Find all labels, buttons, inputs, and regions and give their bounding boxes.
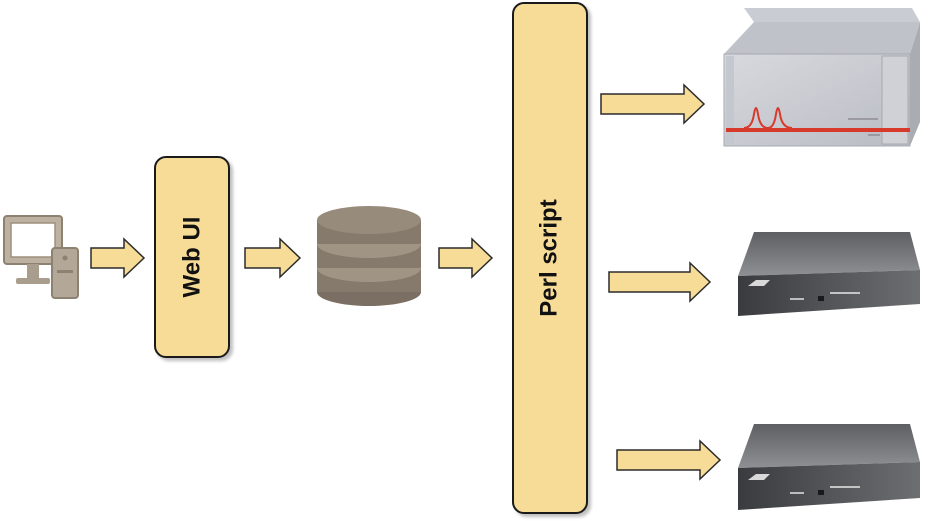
desktop-computer-icon (3, 215, 79, 299)
database-icon (317, 206, 421, 306)
router-device (738, 424, 920, 510)
arrow-perl-to-device-1 (600, 83, 706, 125)
perl-script-label: Perl script (536, 199, 564, 317)
perl-script-box: Perl script (512, 2, 588, 514)
rack-chassis-device (723, 8, 920, 147)
arrow-webui-to-database (244, 237, 302, 279)
arrow-perl-to-device-2 (608, 261, 712, 303)
web-ui-box: Web UI (154, 156, 230, 358)
router-device (738, 232, 920, 316)
arrow-perl-to-device-3 (616, 439, 722, 481)
arrow-computer-to-webui (90, 237, 146, 279)
arrow-database-to-perl (438, 237, 494, 279)
web-ui-label: Web UI (178, 216, 205, 298)
